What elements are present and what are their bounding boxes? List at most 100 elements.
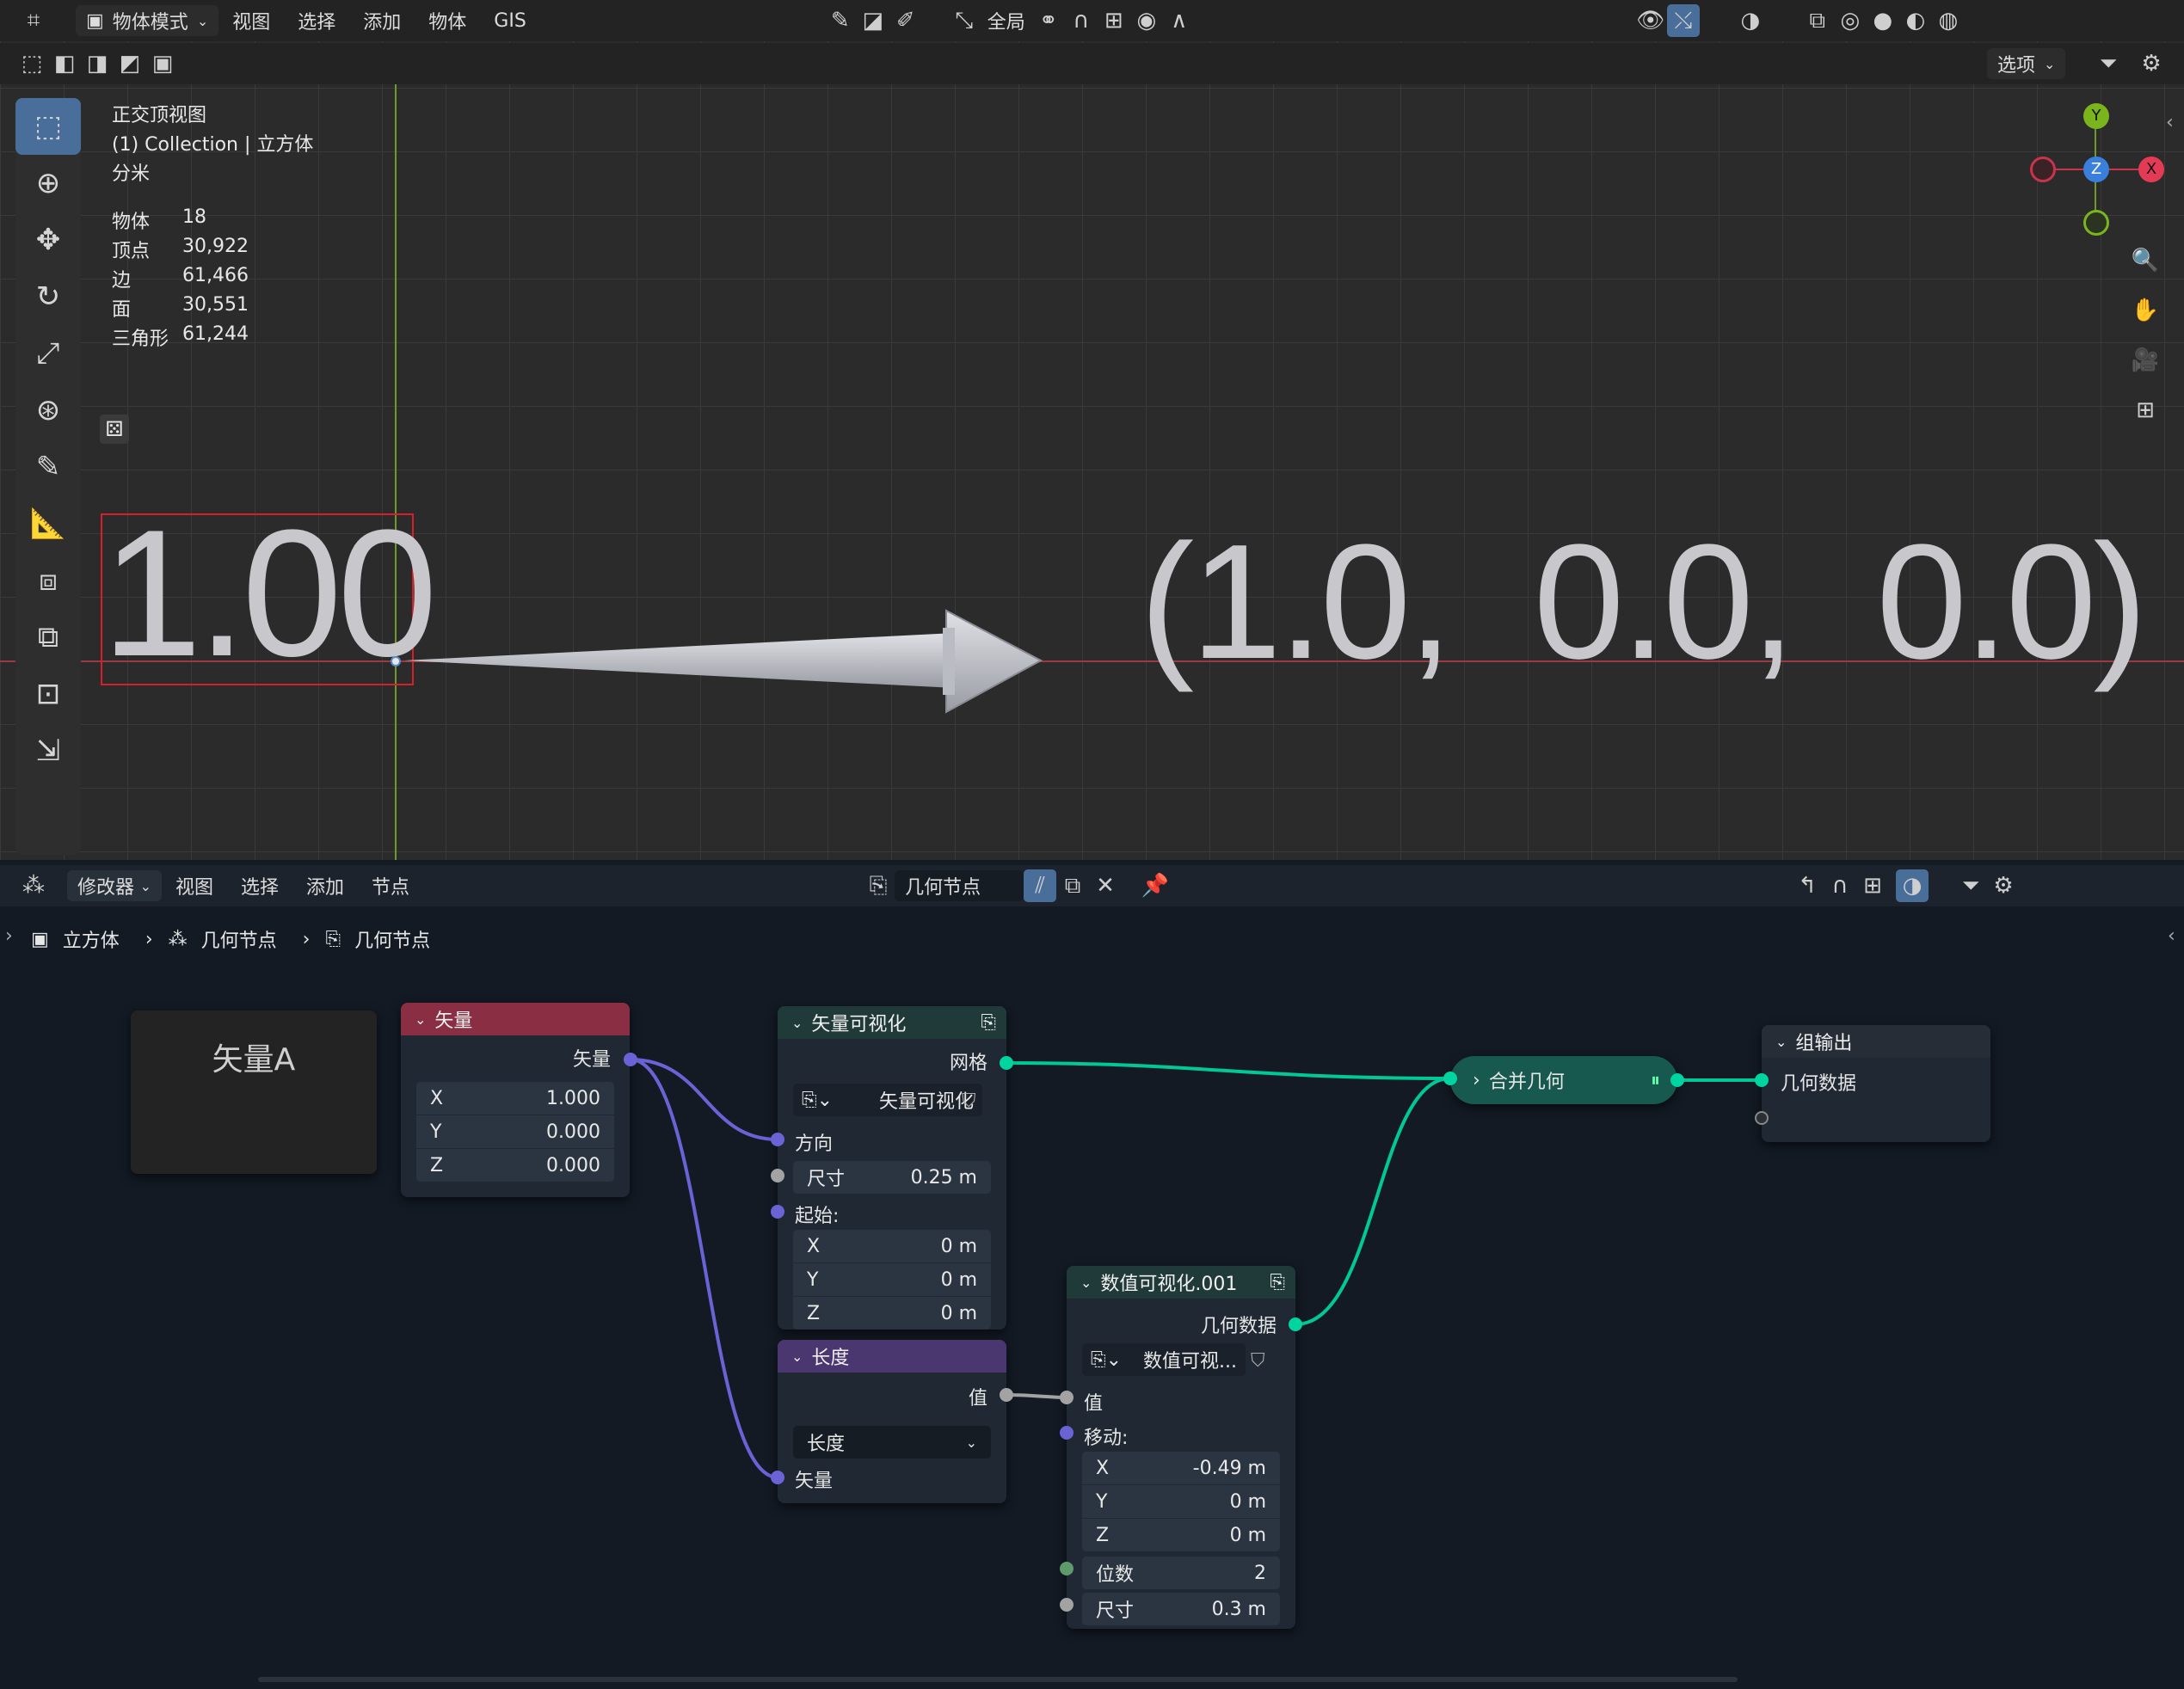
- snap-icon[interactable]: ◪: [862, 8, 884, 34]
- node-vector-header[interactable]: ⌄ 矢量: [401, 1003, 630, 1035]
- collapse-chevron-icon[interactable]: ⌄: [415, 1010, 427, 1028]
- collapse-chevron-icon[interactable]: ⌄: [791, 1014, 803, 1031]
- magnet-icon[interactable]: ∩: [1073, 8, 1090, 34]
- wireframe-shading-icon[interactable]: ◎: [1840, 8, 1861, 34]
- node-overlay-icon[interactable]: ◑: [1896, 869, 1929, 902]
- node-tree-browse-icon[interactable]: ⎘: [869, 872, 888, 899]
- snap-increment-icon[interactable]: ⊞: [1104, 8, 1123, 34]
- menu-gis[interactable]: GIS: [494, 9, 526, 32]
- length-text-object[interactable]: 1.00: [102, 492, 438, 694]
- shield-icon[interactable]: ⛉: [962, 1090, 976, 1112]
- breadcrumb-modifier[interactable]: 几何节点: [200, 930, 277, 952]
- socket-direction-input[interactable]: [771, 1133, 784, 1146]
- drag-handle-icon[interactable]: ⏸: [1650, 1069, 1660, 1091]
- select-subtract-icon[interactable]: ◨: [86, 51, 108, 77]
- node-editor-type-icon[interactable]: ⁂: [22, 873, 45, 899]
- cursor-move-tool-icon[interactable]: ⇲: [35, 734, 61, 768]
- node-output-header[interactable]: ⌄ 组输出: [1762, 1025, 1990, 1058]
- snap-magnet-icon[interactable]: ∩: [1831, 873, 1849, 899]
- pivot-icon[interactable]: ⚭: [1038, 8, 1058, 34]
- socket-size-input[interactable]: [771, 1169, 784, 1182]
- duplicate-icon[interactable]: ⧉: [1064, 872, 1081, 899]
- horizontal-scrollbar[interactable]: [258, 1677, 1738, 1682]
- move-x-field[interactable]: X-0.49 m: [1082, 1452, 1280, 1484]
- gear-icon[interactable]: ⚙: [2141, 51, 2162, 77]
- navigation-gizmo[interactable]: Y Z X: [2030, 103, 2164, 241]
- collapse-chevron-icon[interactable]: ⌄: [1775, 1033, 1787, 1050]
- options-dropdown[interactable]: 选项⌄: [1987, 48, 2066, 79]
- bounds-tool-icon[interactable]: ⊡: [35, 677, 61, 711]
- node-menu-node[interactable]: 节点: [372, 877, 410, 899]
- select-invert-icon[interactable]: ◩: [119, 51, 141, 77]
- add-cube-tool-icon[interactable]: ⧈: [39, 563, 58, 598]
- eyedropper-icon[interactable]: ✎: [830, 8, 850, 34]
- node-length[interactable]: ⌄ 长度 值 长度⌄ 矢量: [778, 1340, 1006, 1503]
- socket-move-input[interactable]: [1060, 1426, 1074, 1440]
- socket-output-geometry-input[interactable]: [1755, 1073, 1769, 1087]
- annotate-tool-icon[interactable]: ✎: [35, 450, 61, 484]
- overlay-icon[interactable]: ◑: [1740, 8, 1761, 34]
- camera-icon[interactable]: 🎥: [2131, 347, 2160, 373]
- frame-vector-a[interactable]: 矢量A: [131, 1010, 377, 1174]
- chevron-left-icon[interactable]: ‹: [2166, 112, 2174, 133]
- measure-tool-icon[interactable]: 📐: [29, 507, 67, 541]
- mode-dropdown[interactable]: ▣ 物体模式 ⌄: [76, 5, 219, 36]
- proportional-icon[interactable]: ◉: [1136, 8, 1157, 34]
- collapse-chevron-icon[interactable]: ⌄: [1080, 1274, 1092, 1291]
- chevron-right-icon[interactable]: ›: [5, 925, 13, 947]
- socket-output-empty-input[interactable]: [1755, 1111, 1769, 1125]
- brush-icon[interactable]: ✐: [895, 8, 915, 34]
- node-filter-icon[interactable]: ⏷: [1961, 872, 1980, 899]
- gizmo-y-axis[interactable]: Y: [2083, 103, 2109, 129]
- collapse-chevron-icon[interactable]: ⌄: [791, 1348, 803, 1365]
- socket-vector-output[interactable]: [624, 1053, 637, 1066]
- extra-tool-icon[interactable]: ⚄: [100, 415, 129, 444]
- node-editor[interactable]: ⁂ 修改器⌄ 视图 选择 添加 节点 ⎘ 几何节点 ⫽ ⧉ ✕ 📌 ↰ ∩ ⊞ …: [0, 860, 2184, 1689]
- fake-user-icon[interactable]: ⫽: [1024, 869, 1057, 902]
- socket-join-input[interactable]: [1443, 1072, 1457, 1085]
- pan-hand-icon[interactable]: ✋: [2131, 298, 2160, 323]
- falloff-icon[interactable]: ∧: [1171, 8, 1188, 34]
- vector-text-object[interactable]: (1.0, 0.0, 0.0): [1140, 511, 2148, 693]
- select-box-icon[interactable]: ⬚: [21, 51, 43, 77]
- group-selector[interactable]: ⎘⌄数值可视...: [1082, 1343, 1246, 1376]
- node-join-geometry[interactable]: › 合并几何 ⏸: [1450, 1056, 1677, 1104]
- pin-icon[interactable]: 📌: [1141, 873, 1170, 899]
- breadcrumb-node-tree[interactable]: 几何节点: [354, 930, 431, 952]
- move-tool-icon[interactable]: ✥: [35, 223, 61, 257]
- chevron-left-icon[interactable]: ‹: [2168, 925, 2175, 947]
- node-group-output[interactable]: ⌄ 组输出 几何数据: [1762, 1025, 1990, 1142]
- node-length-header[interactable]: ⌄ 长度: [778, 1340, 1006, 1373]
- socket-join-output[interactable]: [1670, 1073, 1684, 1087]
- menu-object[interactable]: 物体: [428, 12, 467, 34]
- shield-icon[interactable]: ⛉: [1251, 1350, 1265, 1372]
- 3d-viewport[interactable]: ⌗ ▣ 物体模式 ⌄ 视图 选择 添加 物体 GIS ✎ ◪ ✐ ⤡ 全局 ⚭ …: [0, 0, 2184, 860]
- menu-select[interactable]: 选择: [298, 12, 336, 34]
- zoom-icon[interactable]: 🔍: [2131, 248, 2160, 273]
- node-menu-select[interactable]: 选择: [241, 877, 280, 899]
- parent-node-tree-icon[interactable]: ↰: [1798, 873, 1817, 899]
- socket-digits-input[interactable]: [1060, 1562, 1074, 1575]
- rendered-shading-icon[interactable]: ◍: [1938, 8, 1959, 34]
- length-mode-dropdown[interactable]: 长度⌄: [793, 1426, 991, 1459]
- breadcrumb-object[interactable]: 立方体: [62, 930, 120, 952]
- select-extend-icon[interactable]: ◧: [53, 51, 76, 77]
- gizmo-x-axis[interactable]: X: [2138, 157, 2164, 182]
- filter-icon[interactable]: ⏷: [2099, 50, 2118, 77]
- transform-icon[interactable]: ⤡: [955, 7, 974, 34]
- socket-geometry-output[interactable]: [1289, 1317, 1302, 1331]
- gizmo-neg-x-axis[interactable]: [2030, 157, 2056, 182]
- editor-type-icon[interactable]: ⌗: [27, 7, 40, 34]
- close-icon[interactable]: ✕: [1096, 873, 1115, 899]
- grid-icon[interactable]: ⊞: [2136, 397, 2155, 423]
- gizmo-z-axis[interactable]: Z: [2083, 157, 2109, 182]
- node-gear-icon[interactable]: ⚙: [1993, 873, 2014, 899]
